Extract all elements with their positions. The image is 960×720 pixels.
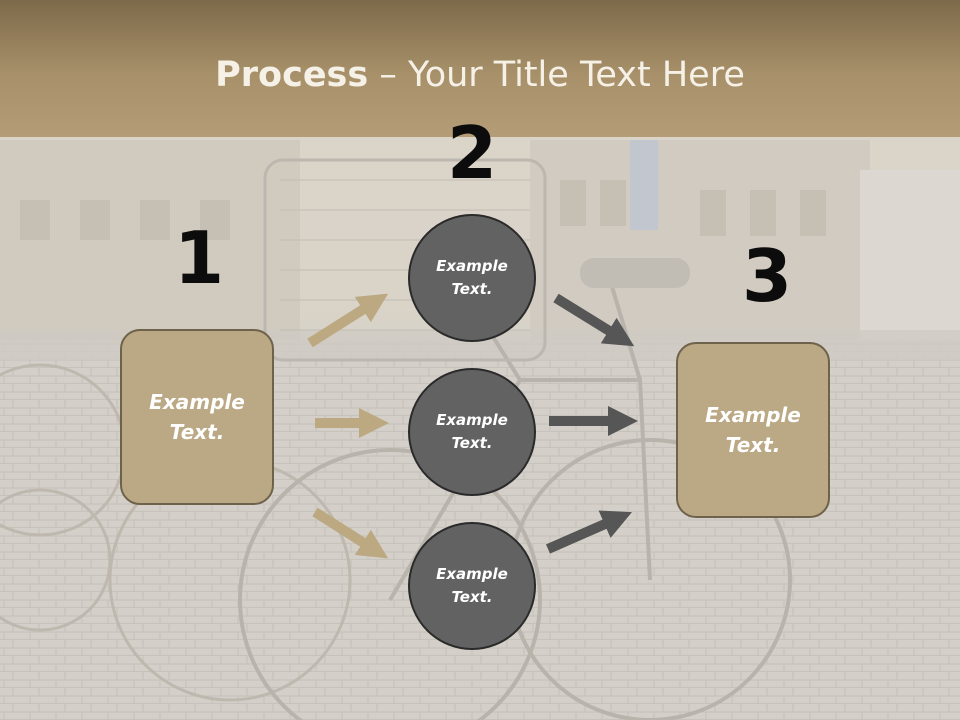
step-2-circle-middle[interactable]: Example Text. xyxy=(408,368,536,496)
step-3-box[interactable]: Example Text. xyxy=(676,342,830,518)
step-2-circle-top[interactable]: Example Text. xyxy=(408,214,536,342)
step-number-2: 2 xyxy=(422,117,522,189)
step-2-circle-top-text: Example Text. xyxy=(422,255,522,301)
title-rest: – Your Title Text Here xyxy=(368,55,745,95)
step-2-circle-middle-text: Example Text. xyxy=(422,409,522,455)
step-3-text: Example Text. xyxy=(693,400,813,460)
step-number-1: 1 xyxy=(149,222,249,294)
title-strong: Process xyxy=(215,55,368,95)
step-2-circle-bottom-text: Example Text. xyxy=(422,563,522,609)
step-number-3: 3 xyxy=(717,240,817,312)
step-1-box[interactable]: Example Text. xyxy=(120,329,274,505)
step-1-text: Example Text. xyxy=(137,387,257,447)
step-2-circle-bottom[interactable]: Example Text. xyxy=(408,522,536,650)
slide-title[interactable]: Process – Your Title Text Here xyxy=(0,52,960,98)
